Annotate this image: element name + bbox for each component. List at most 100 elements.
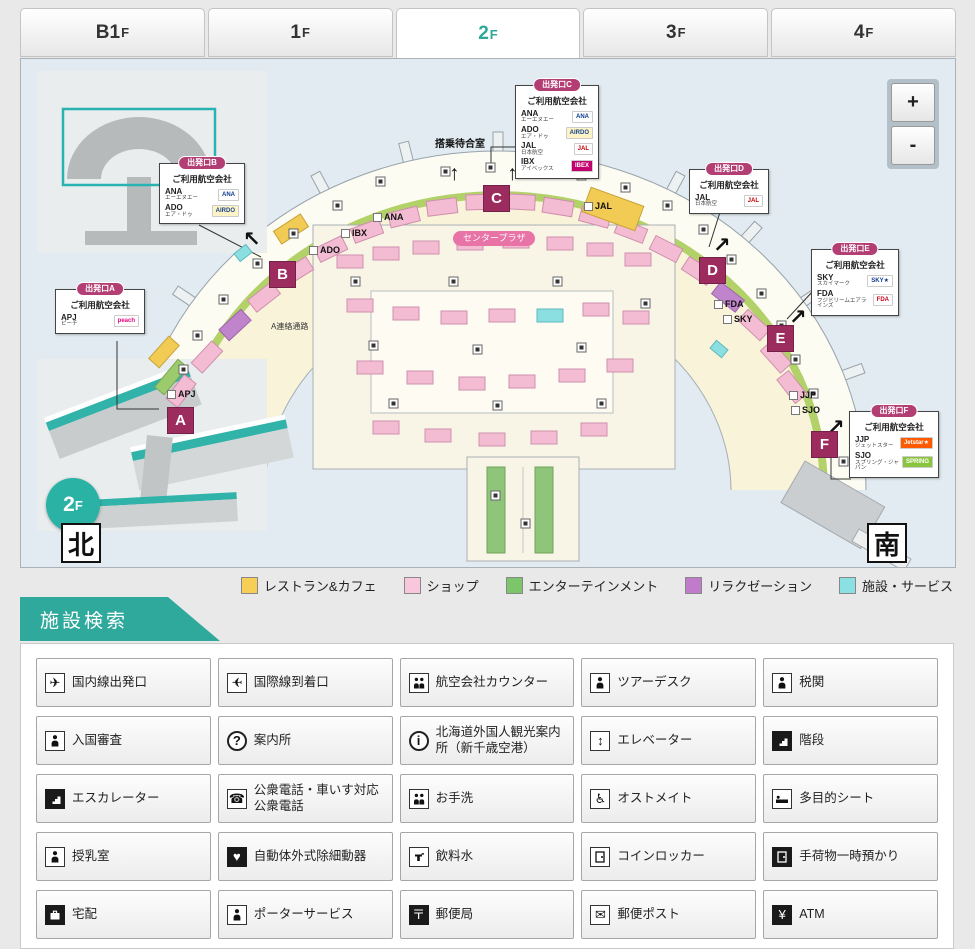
facility-customs[interactable]: 税関 (763, 658, 938, 707)
legend-swatch (838, 577, 856, 594)
facility-aed[interactable]: ♥自動体外式除細動器 (217, 832, 393, 881)
facility-atm[interactable]: ¥ATM (763, 890, 938, 939)
facility-immigration[interactable]: 入国審査 (36, 716, 211, 765)
airline-logo: peach (113, 315, 139, 328)
compass-north-label: 北 (61, 523, 101, 563)
facility-delivery[interactable]: 宅配 (36, 890, 211, 939)
facility-label: ATM (799, 906, 825, 921)
facility-public-phone[interactable]: ☎ 公衆電話・車いす対応公衆電話 (217, 774, 393, 823)
public-phone-icon: ☎ (226, 788, 247, 809)
direction-arrow-icon: ↗ (789, 306, 807, 329)
facility-elevator[interactable]: ↕ エレベーター (581, 716, 757, 765)
airline-code: ANA (165, 187, 183, 196)
boarding-lounge-label: 搭乗待合室 (435, 139, 485, 150)
facility-nursing-room[interactable]: 授乳室 (36, 832, 211, 881)
facility-baggage-storage[interactable]: 手荷物一時預かり (763, 832, 938, 881)
post-office-icon: 〒 (408, 904, 429, 925)
facility-stairs[interactable]: 階段 (763, 716, 938, 765)
information-icon: ? (226, 730, 247, 751)
airline-code: ADO (521, 125, 539, 135)
airline-mark-ado: ADO (309, 245, 340, 255)
airline-kana: ピーチ (61, 321, 78, 328)
legend-swatch (505, 577, 523, 594)
airline-logo: AIRDO (565, 127, 593, 140)
gate-marker-c[interactable]: C (483, 185, 510, 212)
mail-post-icon: ✉ (590, 904, 611, 925)
tab-label: 3 (666, 21, 677, 43)
legend-swatch (403, 577, 421, 594)
legend-label: レストラン&カフェ (263, 579, 377, 594)
baggage-storage-icon (772, 846, 793, 867)
facility-information[interactable]: ?案内所 (217, 716, 393, 765)
airline-counter-icon (408, 672, 429, 693)
airline-code: APJ (61, 313, 77, 322)
zoom-in-button[interactable]: + (891, 83, 935, 122)
facility-label: お手洗 (435, 790, 474, 805)
elevator-icon: ↕ (590, 730, 611, 751)
tab-label-suffix: F (489, 26, 498, 42)
gate-marker-d[interactable]: D (699, 257, 726, 284)
airline-kana: 日本航空 (695, 201, 718, 208)
airline-logo: AIRDO (211, 205, 239, 218)
facility-label: 北海道外国人観光案内所（新千歳空港） (435, 724, 561, 755)
tab-label: 2 (478, 23, 489, 44)
facility-tour-desk[interactable]: ツアーデスク (581, 658, 757, 707)
zoom-out-button[interactable]: - (891, 126, 935, 165)
facility-ostomate[interactable]: ♿オストメイト (581, 774, 757, 823)
facility-label: エレベーター (617, 732, 693, 747)
facility-escalator[interactable]: エスカレーター (36, 774, 211, 823)
legend-label: リラクゼーション (708, 579, 812, 594)
terminal-map (21, 59, 955, 567)
gate-marker-b[interactable]: B (269, 261, 296, 288)
tab-label: B1 (95, 21, 121, 43)
international-arrival-icon: ✈ (226, 672, 247, 693)
callout-title: ご利用航空会社 (699, 180, 759, 190)
facility-restroom[interactable]: お手洗 (399, 774, 575, 823)
facility-domestic-departure[interactable]: ✈国内線出発口 (36, 658, 211, 707)
airline-logo: SPRING (901, 456, 933, 469)
airline-code: JAL (695, 193, 711, 202)
airline-code: SJO (855, 451, 872, 461)
facility-label: 公衆電話・車いす対応公衆電話 (253, 782, 379, 813)
stairs-icon (772, 730, 793, 751)
facility-airline-counter[interactable]: 航空会社カウンター (399, 658, 575, 707)
gate-marker-a[interactable]: A (167, 407, 194, 434)
facility-post-office[interactable]: 〒郵便局 (399, 890, 575, 939)
airline-logo: JAL (573, 143, 593, 156)
legend-label: ショップ (426, 579, 479, 594)
facility-international-arrival[interactable]: ✈国際線到着口 (217, 658, 393, 707)
airline-kana: スカイマーク (817, 281, 851, 288)
multipurpose-seat-icon (772, 788, 793, 809)
direction-arrow-icon: ↖ (243, 228, 261, 251)
facility-search-title: 施設検索 (40, 610, 129, 632)
facility-drinking-water[interactable]: 飲料水 (399, 832, 575, 881)
tab-label-suffix: F (302, 25, 310, 40)
facility-multipurpose-seat[interactable]: 多目的シート (763, 774, 938, 823)
legend-label: 施設・サービス (861, 579, 953, 594)
facility-mail-post[interactable]: ✉郵便ポスト (581, 890, 757, 939)
airline-mark-apj: APJ (167, 389, 196, 399)
escalator-icon (45, 788, 65, 809)
gate-marker-f[interactable]: F (811, 431, 838, 458)
facility-porter-service[interactable]: ポーターサービス (217, 890, 393, 939)
gate-marker-e[interactable]: E (767, 325, 794, 352)
airline-logo: SKY★ (867, 275, 893, 288)
facility-coin-locker[interactable]: コインロッカー (581, 832, 757, 881)
airline-logo: ANA (218, 189, 239, 202)
minimap-viewport-frame (61, 107, 217, 187)
